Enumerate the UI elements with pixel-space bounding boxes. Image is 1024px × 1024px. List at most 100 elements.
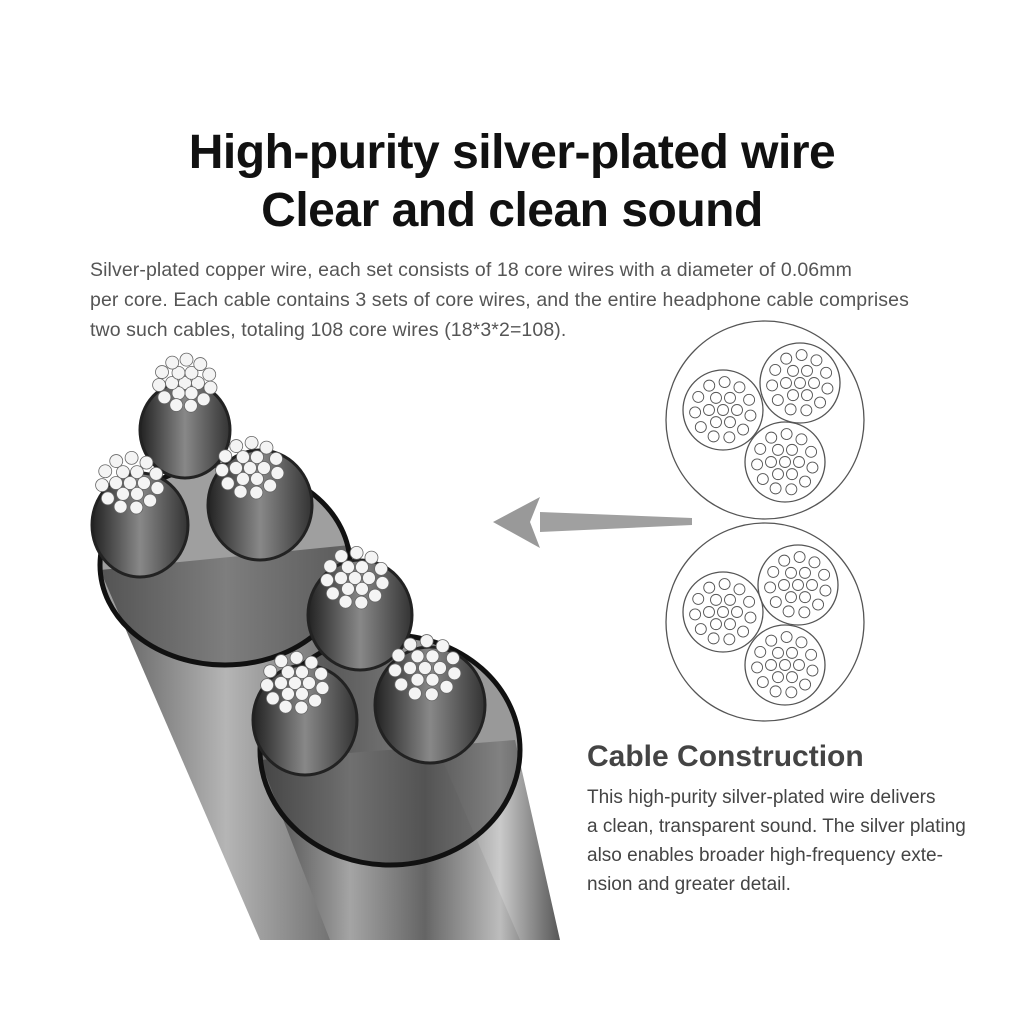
- wire-end: [447, 666, 462, 681]
- core-wire: [710, 618, 722, 631]
- wire-end: [155, 365, 169, 379]
- core-wire: [786, 468, 798, 481]
- wire-end: [203, 380, 218, 395]
- wire-end: [418, 661, 432, 675]
- core-wire: [792, 579, 804, 591]
- core-wire: [778, 554, 791, 567]
- wire-end: [220, 476, 235, 491]
- core-wire: [692, 390, 705, 403]
- core-wire: [754, 645, 767, 658]
- core-wire: [787, 364, 799, 377]
- arrow-left-icon: [493, 497, 692, 548]
- construction-line-4: nsion and greater detail.: [587, 874, 791, 895]
- core-wire: [786, 671, 798, 684]
- core-wire: [782, 605, 795, 618]
- core-wire: [819, 584, 832, 597]
- core-wire: [724, 391, 736, 404]
- wire-end: [243, 461, 257, 475]
- core-wire: [731, 404, 743, 416]
- core-wire: [794, 377, 806, 389]
- wire-end: [236, 450, 250, 464]
- core-wire: [785, 591, 797, 604]
- wire-end: [184, 365, 199, 380]
- wire-end: [325, 586, 340, 601]
- core-wire: [806, 461, 819, 474]
- core-wire: [820, 366, 833, 379]
- wire-end: [364, 550, 379, 565]
- core-wire: [821, 382, 834, 395]
- wire-end: [130, 465, 144, 479]
- core-wire: [793, 456, 805, 468]
- wire-end: [349, 545, 364, 560]
- core-wire: [710, 416, 722, 429]
- core-wire: [764, 581, 777, 594]
- core-wire: [744, 611, 757, 624]
- wire-end: [403, 661, 417, 675]
- wire-end: [294, 700, 309, 715]
- wire-end: [229, 461, 243, 475]
- core-wire: [765, 659, 777, 671]
- wire-end: [149, 466, 163, 481]
- wire-end: [314, 666, 328, 681]
- wire-end: [425, 649, 440, 664]
- core-wire: [786, 443, 798, 456]
- core-set-outline: [682, 571, 764, 653]
- wire-end: [410, 672, 425, 687]
- core-wire: [694, 623, 707, 636]
- wire-end: [334, 571, 348, 585]
- core-set-outline: [759, 342, 841, 424]
- wire-end: [183, 398, 198, 413]
- wire-end: [116, 465, 130, 479]
- core-wire: [784, 403, 797, 416]
- wire-end: [263, 664, 278, 679]
- core-wire: [772, 443, 784, 456]
- wire-end: [95, 478, 110, 493]
- wire-end: [288, 676, 302, 690]
- wire-end: [130, 487, 144, 501]
- core-wire: [812, 598, 825, 611]
- core-wire: [751, 458, 764, 471]
- wire-end: [129, 500, 144, 515]
- core-wire: [808, 556, 821, 569]
- core-wire: [767, 565, 780, 578]
- core-wire: [766, 379, 779, 392]
- wire-end: [244, 435, 259, 450]
- wire-end: [368, 588, 382, 603]
- core-set-outline: [744, 624, 826, 706]
- wire-end: [355, 560, 369, 574]
- wire-end: [269, 451, 283, 466]
- wire-end: [433, 661, 447, 675]
- core-wire: [703, 404, 715, 416]
- wire-end: [424, 687, 439, 702]
- core-wire: [707, 430, 720, 443]
- core-wire: [743, 595, 756, 608]
- wire-end: [196, 392, 211, 407]
- core-wire: [785, 566, 797, 579]
- core-wire: [718, 376, 731, 388]
- core-set-outline: [744, 421, 826, 503]
- wire-end: [260, 678, 275, 693]
- core-wire: [724, 593, 736, 606]
- core-wire: [724, 618, 736, 631]
- wire-end: [184, 386, 199, 401]
- construction-line-1: This high-purity silver-plated wire deli…: [587, 787, 936, 808]
- wire-end: [169, 398, 184, 412]
- core-wire: [779, 456, 791, 468]
- core-set-outline: [757, 544, 839, 626]
- core-wire: [769, 685, 782, 698]
- wire-end: [391, 648, 406, 663]
- core-wire: [723, 431, 736, 444]
- wire-end: [274, 676, 288, 690]
- core-wire: [733, 381, 746, 394]
- wire-end: [139, 455, 154, 470]
- wire-end: [315, 681, 330, 695]
- core-wire: [743, 393, 756, 406]
- core-wire: [800, 404, 813, 417]
- wire-end: [109, 454, 124, 468]
- core-wire: [689, 608, 702, 621]
- core-wire: [798, 606, 811, 619]
- wire-end: [439, 679, 454, 694]
- wire-end: [123, 476, 137, 490]
- core-wire: [780, 377, 792, 389]
